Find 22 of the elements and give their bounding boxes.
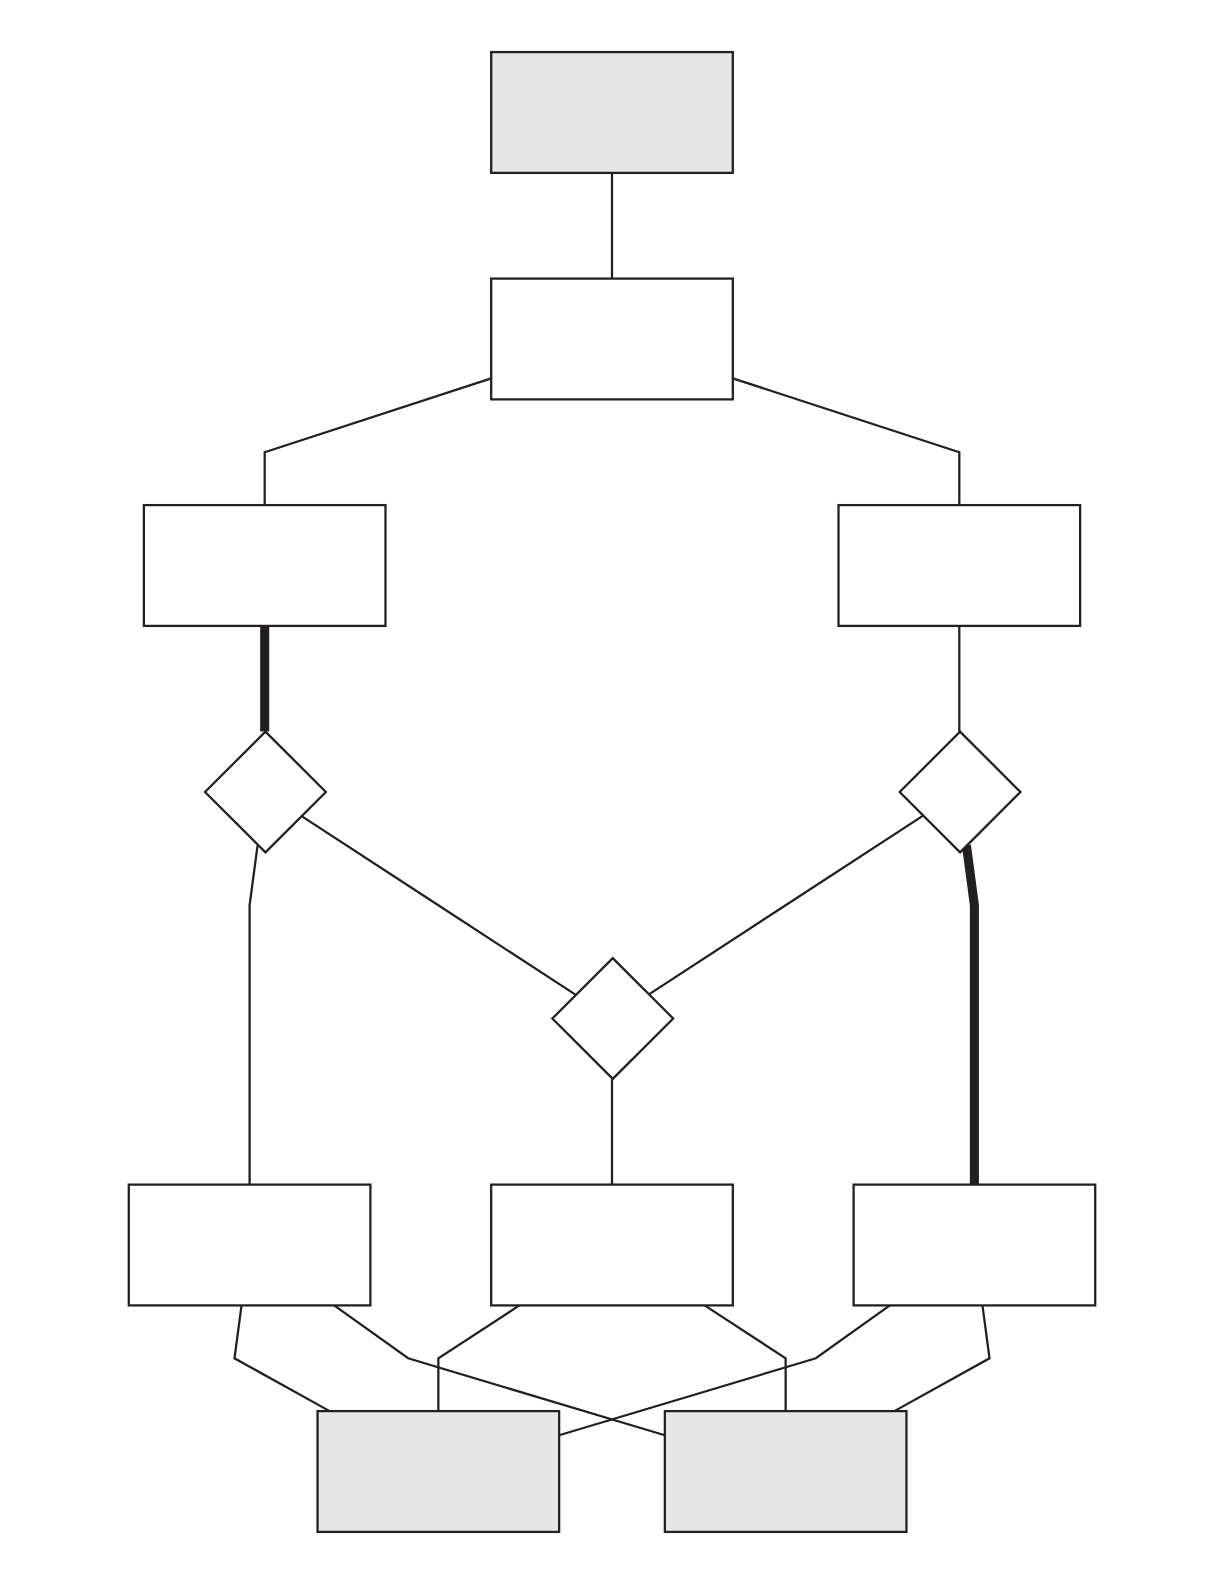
node-box — [142, 503, 387, 628]
connector — [248, 845, 259, 1185]
connector — [958, 625, 961, 732]
node-box — [490, 277, 734, 401]
connector — [263, 377, 492, 506]
node-diamond — [898, 730, 1023, 854]
connector — [732, 377, 961, 506]
connector — [647, 814, 924, 996]
node-box — [316, 1410, 561, 1534]
node-box — [837, 503, 1082, 628]
node-box — [127, 1183, 372, 1307]
node-box — [852, 1183, 1097, 1307]
connector — [610, 172, 614, 279]
node-box — [663, 1410, 908, 1534]
connector — [260, 625, 270, 732]
node-diamond — [203, 730, 328, 854]
node-diamond — [550, 956, 675, 1081]
connector — [300, 814, 577, 996]
node-box — [490, 50, 734, 174]
node-box — [490, 1183, 734, 1307]
connector — [961, 844, 979, 1185]
connector — [610, 1078, 614, 1185]
